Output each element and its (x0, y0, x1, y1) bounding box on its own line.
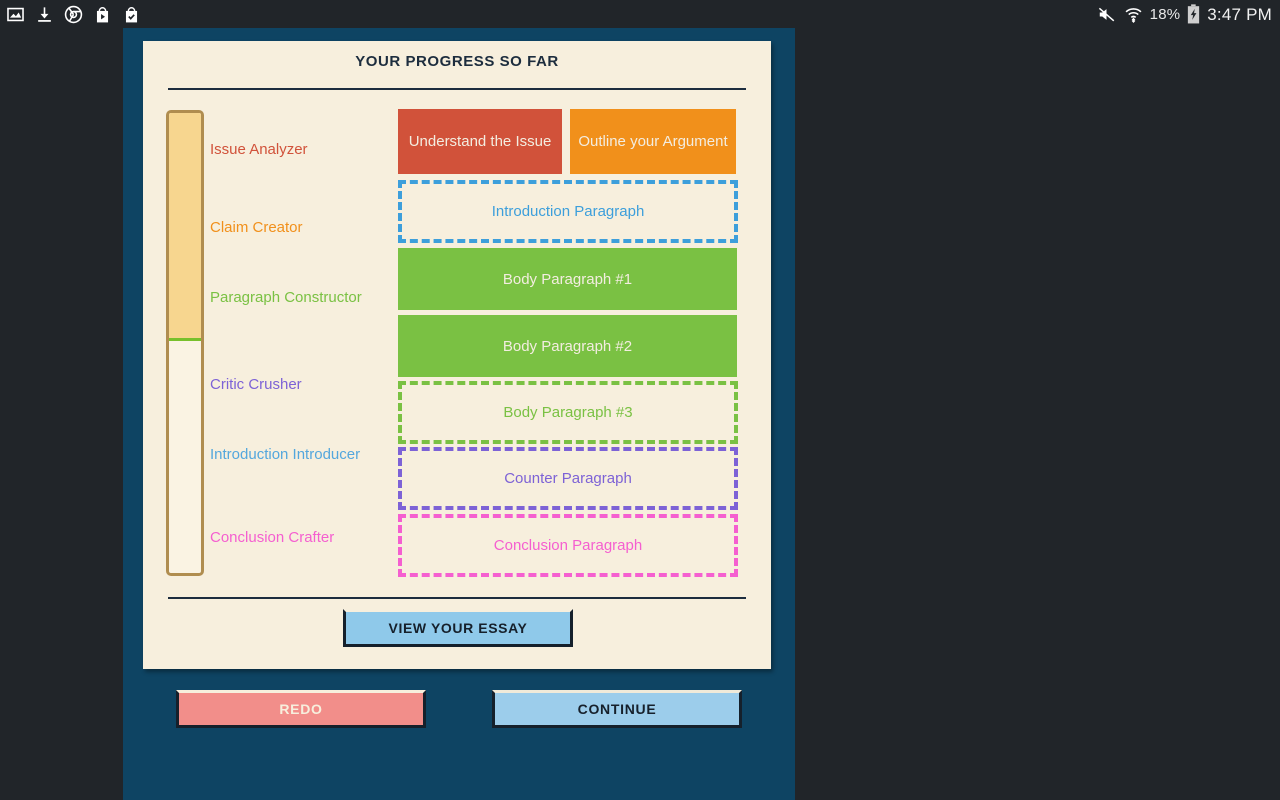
essay-block-complete[interactable]: Outline your Argument (570, 109, 736, 174)
progress-fill (169, 113, 201, 341)
play-store-icon (96, 6, 109, 22)
status-bar-system-icons: 18% 3:47 PM (1096, 4, 1272, 24)
page-title: YOUR PROGRESS SO FAR (355, 53, 559, 70)
clock-label: 3:47 PM (1207, 4, 1272, 24)
chrome-icon (64, 5, 83, 23)
stage-label: Claim Creator (210, 219, 303, 236)
battery-charging-icon (1188, 4, 1200, 24)
essay-block-pending[interactable]: Introduction Paragraph (398, 180, 738, 243)
essay-block-pending[interactable]: Body Paragraph #3 (398, 381, 738, 444)
stage-label: Conclusion Crafter (210, 529, 335, 546)
divider-bottom (168, 597, 746, 599)
essay-block-complete[interactable]: Understand the Issue (398, 109, 562, 174)
stage-label: Paragraph Constructor (210, 289, 362, 306)
stage-label: Issue Analyzer (210, 141, 308, 158)
stage-label: Critic Crusher (210, 376, 302, 393)
view-your-essay-button[interactable]: VIEW YOUR ESSAY (343, 609, 573, 647)
mute-icon (1098, 7, 1114, 21)
essay-block-complete[interactable]: Body Paragraph #1 (398, 248, 737, 310)
progress-track (166, 110, 204, 576)
android-status-bar: 18% 3:47 PM (0, 0, 1280, 28)
essay-block-pending[interactable]: Conclusion Paragraph (398, 514, 738, 577)
play-store-installed-icon (125, 6, 138, 22)
wifi-icon (1125, 7, 1142, 23)
essay-block-complete[interactable]: Body Paragraph #2 (398, 315, 737, 377)
gallery-icon (7, 7, 24, 21)
stage-label: Introduction Introducer (210, 446, 361, 463)
redo-button[interactable]: REDO (176, 690, 426, 728)
battery-percent-label: 18% (1149, 5, 1181, 23)
continue-button[interactable]: CONTINUE (492, 690, 742, 728)
status-bar-notification-icons (6, 5, 141, 24)
download-icon (38, 6, 51, 22)
essay-block-pending[interactable]: Counter Paragraph (398, 447, 738, 510)
divider-top (168, 88, 746, 90)
